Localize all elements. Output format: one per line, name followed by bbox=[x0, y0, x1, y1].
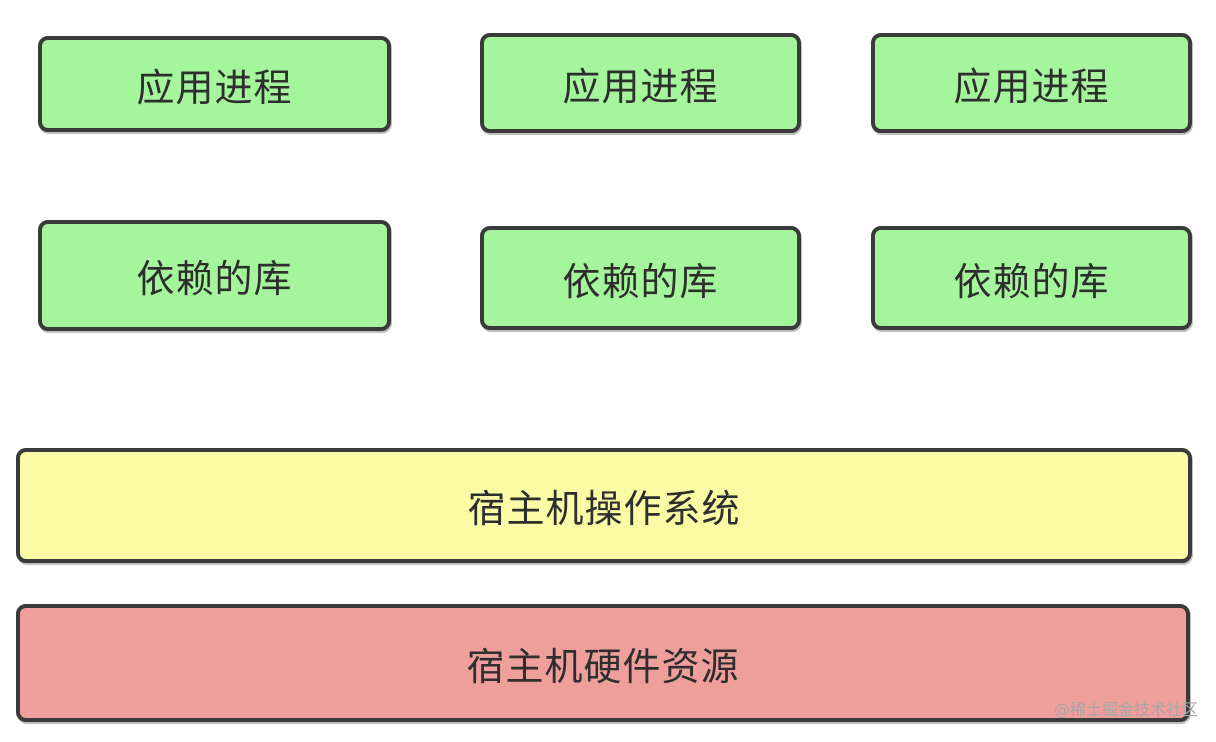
app-process-box-3: 应用进程 bbox=[871, 33, 1192, 133]
library-box-2: 依赖的库 bbox=[480, 226, 801, 330]
library-label: 依赖的库 bbox=[136, 257, 293, 301]
host-hardware-label: 宿主机硬件资源 bbox=[466, 644, 740, 689]
host-hardware-box: 宿主机硬件资源 bbox=[16, 604, 1190, 722]
host-os-label: 宿主机操作系统 bbox=[467, 487, 741, 531]
app-process-label: 应用进程 bbox=[562, 64, 719, 109]
watermark: @稀土掘金技术社区 bbox=[1053, 700, 1198, 719]
app-process-box-2: 应用进程 bbox=[480, 33, 801, 133]
app-process-label: 应用进程 bbox=[953, 64, 1110, 109]
library-label: 依赖的库 bbox=[562, 259, 719, 304]
library-label: 依赖的库 bbox=[953, 259, 1110, 304]
host-os-box: 宿主机操作系统 bbox=[16, 448, 1192, 563]
app-process-box-1: 应用进程 bbox=[38, 36, 391, 132]
library-box-3: 依赖的库 bbox=[871, 226, 1192, 330]
app-process-label: 应用进程 bbox=[136, 65, 293, 110]
library-box-1: 依赖的库 bbox=[38, 220, 391, 331]
